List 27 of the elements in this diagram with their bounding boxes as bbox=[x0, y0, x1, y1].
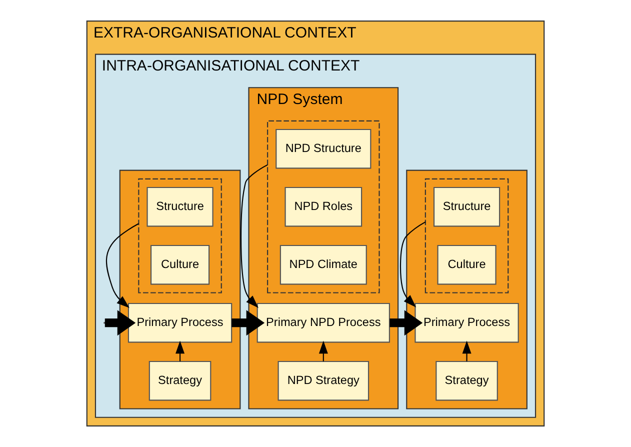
cluster bbox=[119, 170, 241, 410]
arrow bbox=[318, 340, 328, 362]
arrow bbox=[390, 310, 423, 336]
arrow bbox=[106, 223, 139, 308]
node-box: NPD Strategy bbox=[278, 360, 370, 401]
node-box: Structure bbox=[433, 186, 500, 227]
cluster bbox=[138, 178, 222, 294]
cluster bbox=[267, 120, 380, 294]
arrow bbox=[400, 221, 426, 308]
node-box: Culture bbox=[437, 244, 496, 285]
cluster bbox=[424, 178, 509, 294]
node-box: NPD Climate bbox=[280, 244, 367, 285]
node-box: Strategy bbox=[436, 360, 498, 401]
node-box: Culture bbox=[150, 244, 210, 285]
node-box: Primary Process bbox=[414, 302, 519, 343]
node-box: Structure bbox=[146, 186, 214, 227]
node-box: Primary NPD Process bbox=[256, 302, 390, 343]
arrow bbox=[232, 310, 265, 336]
node-box: NPD Structure bbox=[276, 128, 372, 169]
arrow bbox=[104, 310, 136, 336]
cluster bbox=[406, 170, 528, 410]
node-box: NPD Roles bbox=[284, 186, 362, 227]
arrow bbox=[240, 164, 268, 308]
node-box: Strategy bbox=[148, 360, 212, 401]
node-box: Primary Process bbox=[128, 302, 232, 343]
arrow bbox=[462, 340, 472, 362]
arrow bbox=[176, 340, 185, 362]
